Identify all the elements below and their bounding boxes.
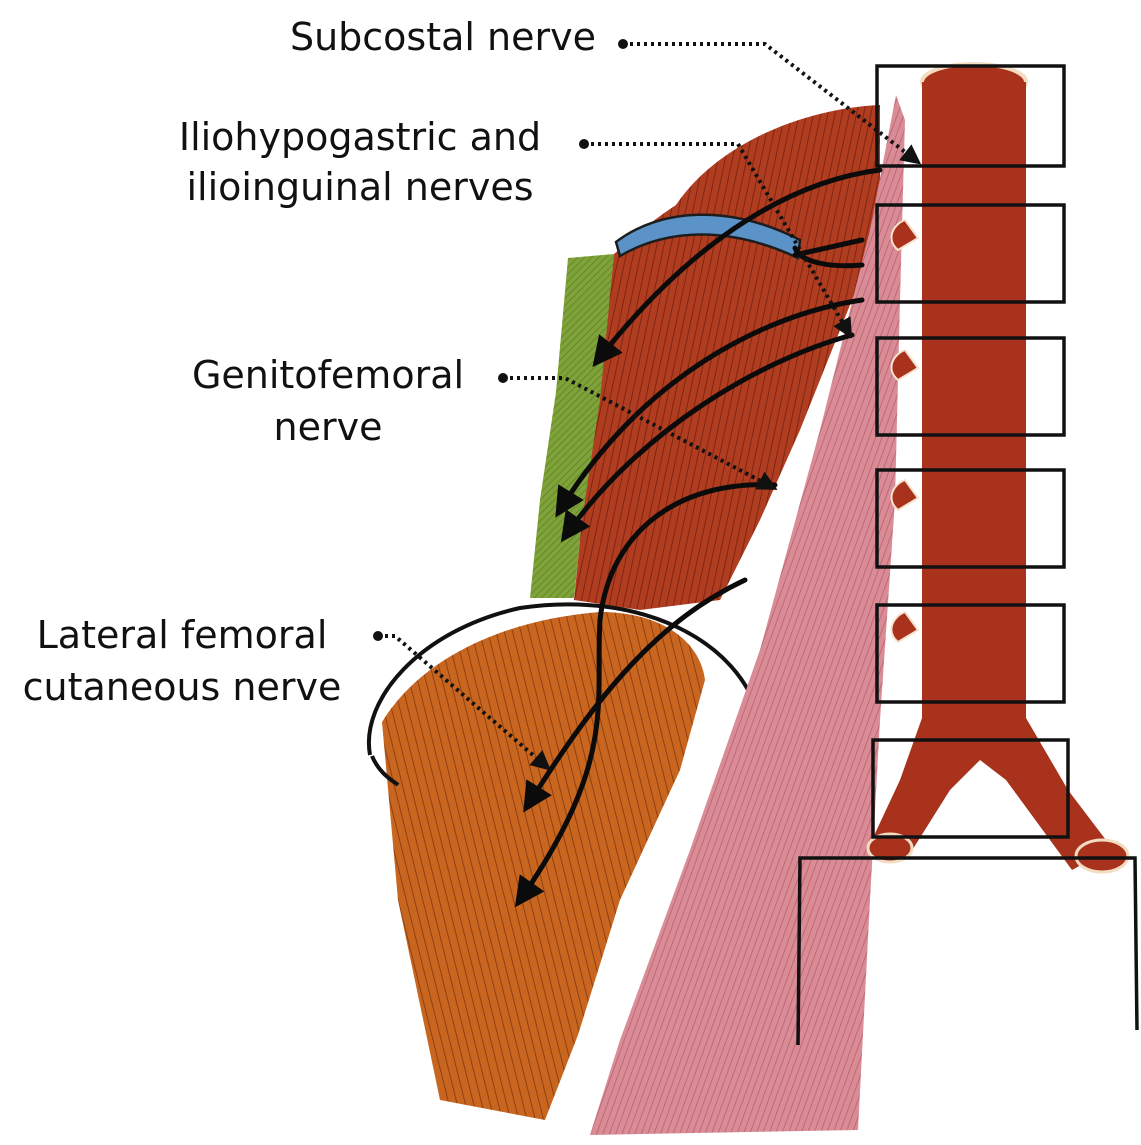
labels: Subcostal nerve Iliohypogastric and ilio… [23, 15, 596, 709]
label-iliohypogastric-line1: Iliohypogastric and [179, 115, 541, 159]
label-genitofemoral-line1: Genitofemoral [192, 353, 464, 397]
vertebral-column [868, 64, 1128, 872]
label-iliohypogastric-line2: ilioinguinal nerves [186, 165, 533, 209]
label-subcostal-nerve: Subcostal nerve [290, 15, 596, 59]
label-genitofemoral-line2: nerve [274, 405, 383, 449]
label-lateral-femoral-line1: Lateral femoral [37, 613, 328, 657]
label-lateral-femoral-line2: cutaneous nerve [23, 665, 342, 709]
